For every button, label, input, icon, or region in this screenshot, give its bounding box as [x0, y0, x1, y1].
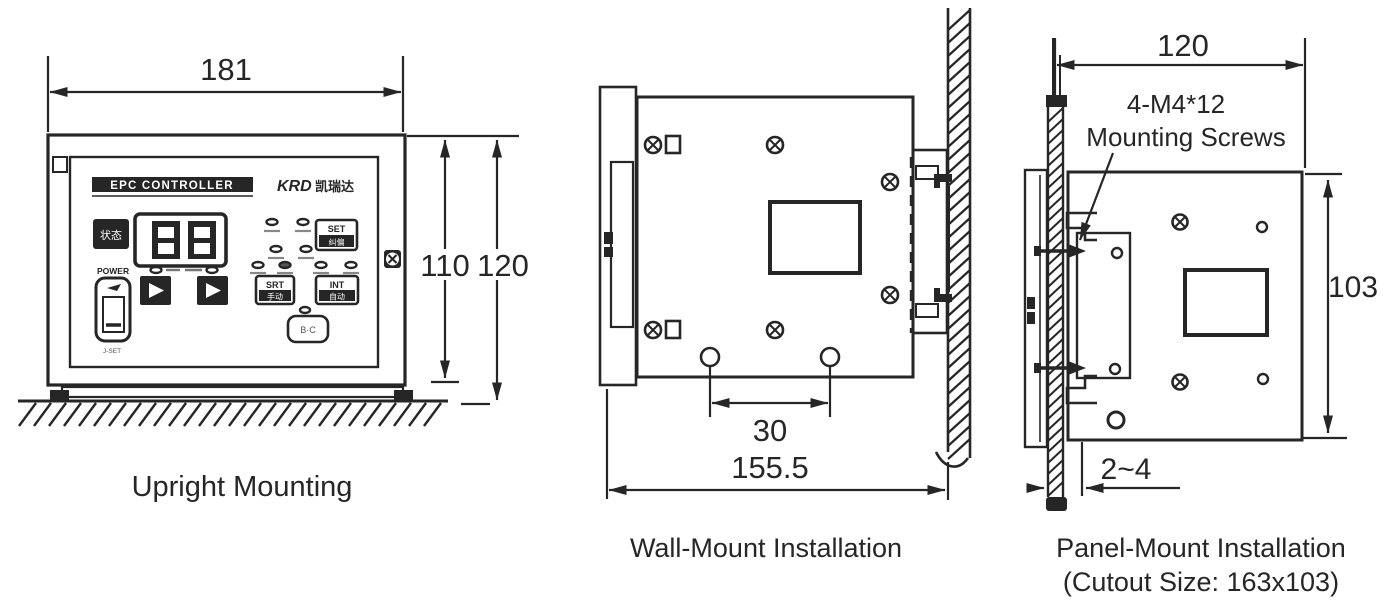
display-indicator-strip — [149, 265, 219, 275]
status-button: 状态 — [93, 219, 129, 249]
upright-caption: Upright Mounting — [132, 471, 353, 503]
dim-label-103: 103 — [1328, 271, 1378, 304]
srt-button-top-label: SRT — [266, 280, 285, 290]
mounting-panel-section — [1046, 38, 1067, 511]
base-and-ground — [18, 385, 448, 427]
controller-faceplate — [68, 155, 380, 369]
power-rocker-switch — [94, 276, 132, 343]
int-button: INT 自动 — [314, 274, 360, 306]
screw-note-line2: Mounting Screws — [1086, 122, 1285, 152]
side-screw — [384, 250, 401, 268]
status-button-label: 状态 — [100, 228, 122, 242]
mounting-bracket — [880, 148, 952, 335]
epc-title: EPC CONTROLLER — [110, 180, 234, 192]
dim-width-120: 120 — [1053, 28, 1307, 168]
brand-cn-text: 凯瑞达 — [315, 179, 354, 194]
body-screws — [643, 134, 785, 340]
power-label: POWER — [97, 266, 129, 276]
screw-note-line1: 4-M4*12 — [1127, 89, 1225, 119]
foot-right — [394, 390, 413, 400]
leader-line — [1078, 152, 1115, 241]
rear-holes — [1106, 213, 1270, 430]
faceplate-notch — [52, 156, 68, 173]
dim-label-2-4: 2~4 — [1101, 453, 1152, 486]
dim-label-30: 30 — [753, 413, 787, 448]
dim-label-181: 181 — [200, 52, 252, 87]
mounting-screw-note: 4-M4*12 Mounting Screws — [1078, 89, 1286, 241]
ground-hatching — [18, 402, 442, 427]
connector-block — [604, 232, 613, 244]
connector-block — [1027, 297, 1035, 309]
wall-break-squiggle — [934, 451, 970, 468]
foot-left — [50, 390, 69, 400]
brand-text: KRD — [277, 178, 312, 195]
seven-segment-display — [133, 212, 228, 268]
panel-screw-bottom — [1034, 361, 1086, 375]
dim-panel-thickness: 2~4 — [1026, 442, 1180, 496]
bc-button-label: B·C — [300, 325, 316, 335]
wall-section — [934, 8, 972, 500]
panel-mount-caption-sub: (Cutout Size: 163x103) — [1063, 567, 1339, 597]
wall-mount-caption: Wall-Mount Installation — [630, 533, 902, 563]
controller-front-view — [46, 133, 407, 387]
set-button-top-label: SET — [328, 224, 346, 234]
bc-button: B·C — [286, 314, 330, 344]
epc-title-banner: EPC CONTROLLER — [92, 177, 253, 197]
dim-hole-spacing-30: 30 — [699, 346, 841, 448]
jog-button-1 — [140, 276, 171, 305]
led-micro-labels — [250, 229, 359, 275]
dim-label-110: 110 — [420, 248, 469, 283]
body-opening — [768, 200, 862, 275]
panel-screw-top — [1034, 244, 1086, 258]
panel-mount-view: 120 4-M4*12 Mounting Screws — [1023, 28, 1378, 597]
set-button-bottom-label: 纠偏 — [329, 237, 345, 247]
controller-body-rear — [1066, 170, 1304, 442]
panel-mount-caption: Panel-Mount Installation — [1056, 533, 1346, 563]
bracket-hook-top — [1065, 211, 1097, 242]
dim-label-120-panel: 120 — [1157, 28, 1209, 63]
srt-button-bottom-label: 手动 — [267, 292, 283, 302]
dim-label-155-5: 155.5 — [731, 450, 809, 485]
digit-8-right — [188, 221, 216, 259]
led-cluster — [250, 217, 359, 315]
rear-opening — [1183, 268, 1269, 337]
switch-arrow-glyph — [107, 284, 121, 291]
dim-width-181: 181 — [46, 52, 405, 132]
dim-height-103: 103 — [1303, 172, 1378, 440]
connector-block — [604, 247, 613, 257]
set-button: SET 纠偏 — [314, 218, 359, 252]
controller-body-side — [635, 95, 915, 379]
int-button-bottom-label: 自动 — [329, 292, 345, 302]
jog-button-2 — [197, 276, 228, 305]
right-triangle-icon — [206, 283, 221, 298]
right-triangle-icon — [149, 283, 164, 298]
upright-mounting-view: 181 EPC CONTROLLER KRD 凯瑞达 状态 — [18, 52, 529, 503]
dim-label-120: 120 — [477, 248, 529, 283]
int-button-top-label: INT — [330, 280, 345, 290]
wall-hatching — [947, 9, 971, 460]
brand-logo: KRD 凯瑞达 — [277, 178, 354, 195]
panel-hatching — [1047, 107, 1064, 497]
srt-button: SRT 手动 — [254, 274, 296, 306]
wall-mount-view: 30 155.5 Wall-Mount Installation — [598, 8, 972, 563]
power-switch-area: POWER J-SET — [94, 266, 132, 355]
bezel-recess — [609, 160, 635, 329]
power-sub-label: J-SET — [103, 348, 121, 355]
digit-8-left — [152, 221, 180, 259]
bracket-hook-bottom — [1065, 374, 1097, 405]
rear-bracket — [1065, 211, 1132, 405]
connector-block — [1027, 312, 1035, 324]
dim-heights: 110 120 — [407, 134, 529, 406]
dim-depth-155-5: 155.5 — [605, 389, 946, 499]
